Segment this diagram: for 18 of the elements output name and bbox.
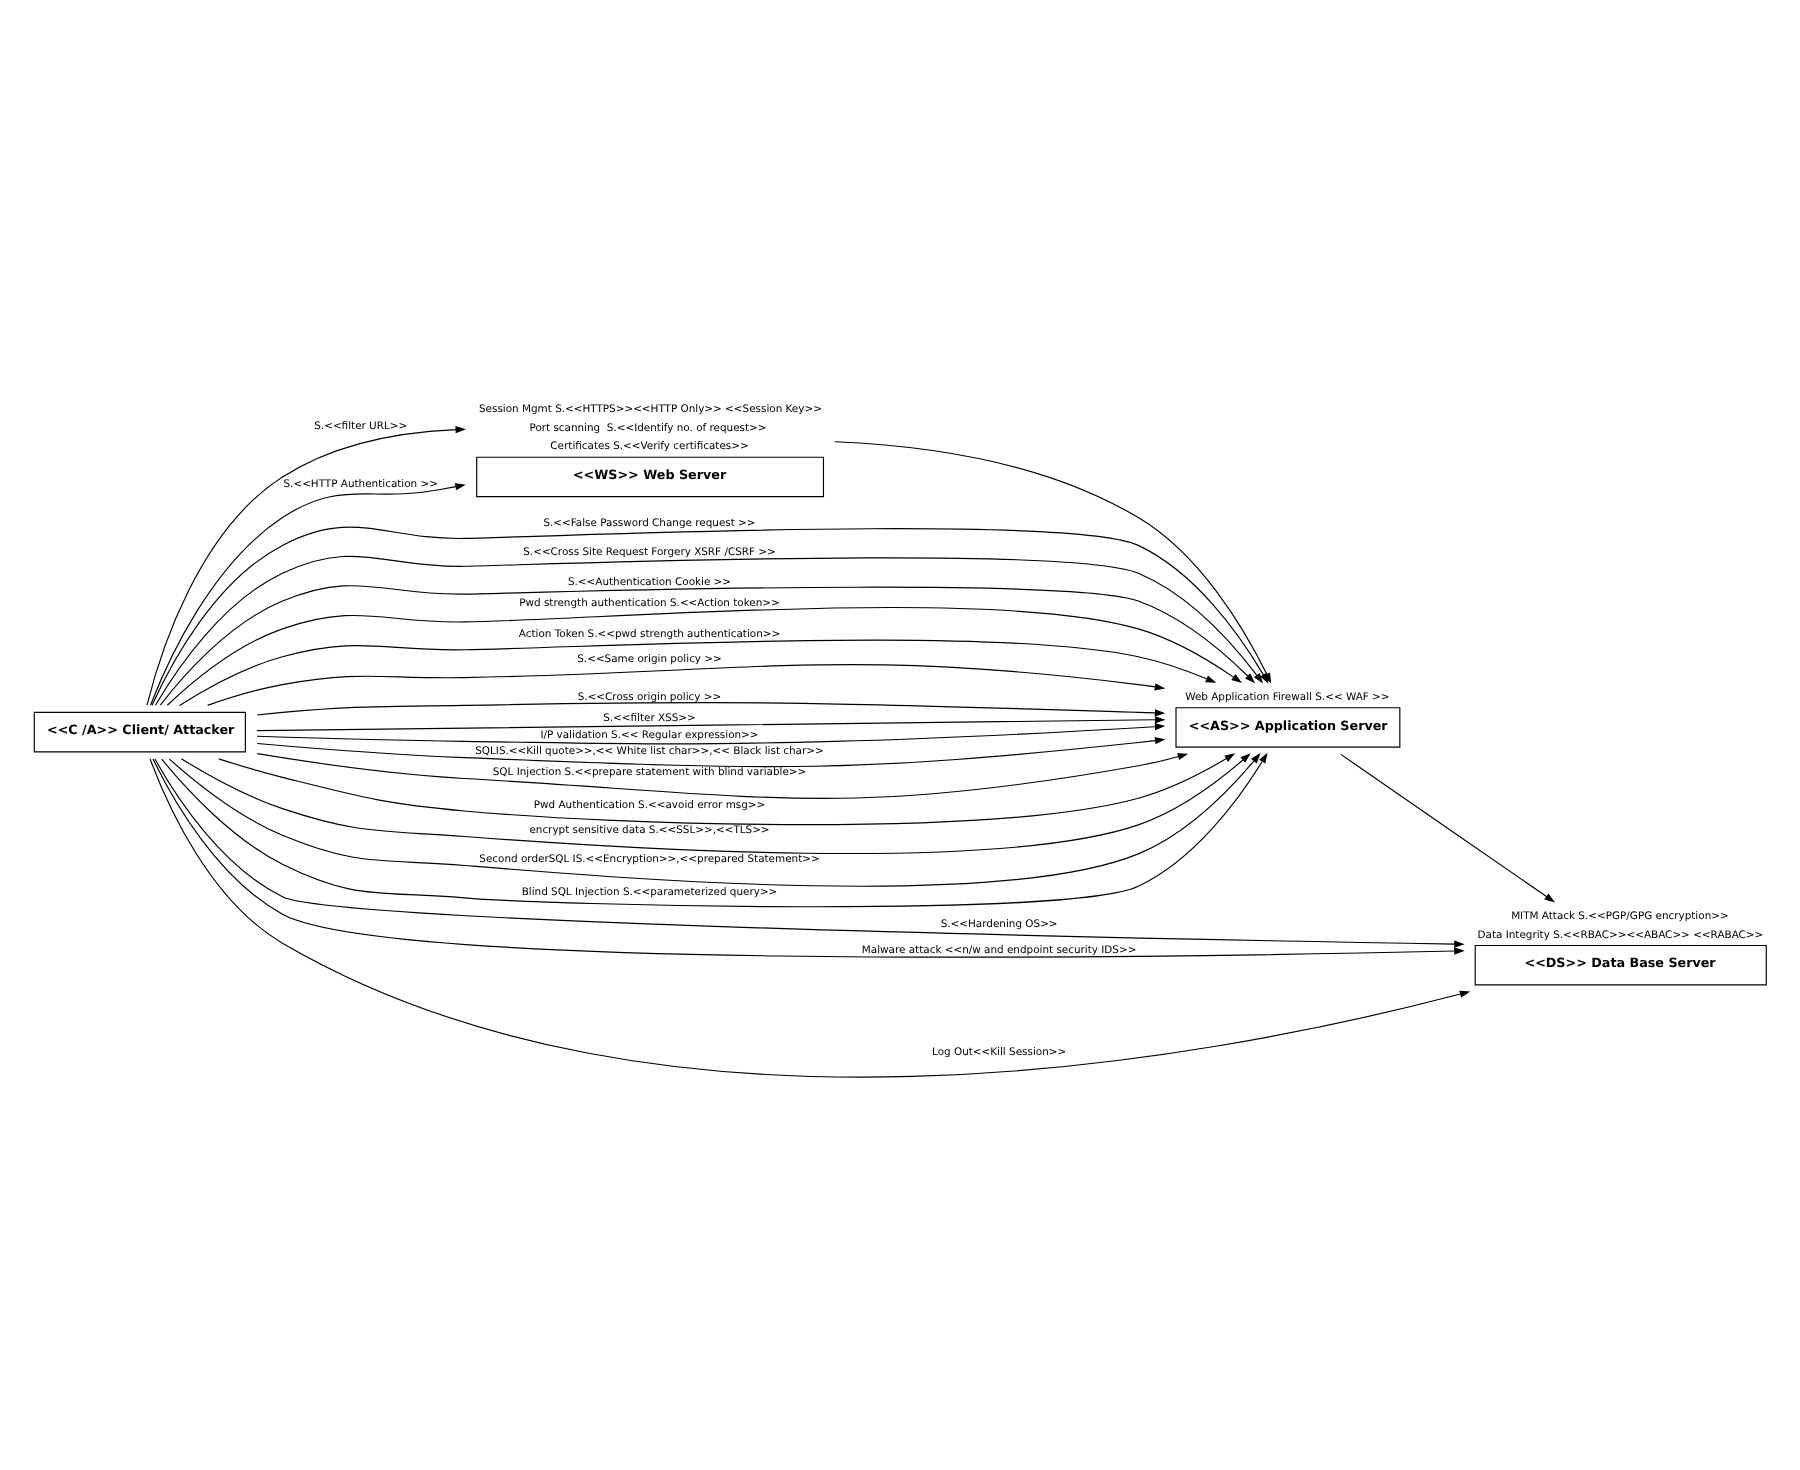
arrow	[166, 606, 1242, 705]
arrow	[149, 757, 1471, 1076]
arrow	[161, 751, 1268, 907]
arrow	[146, 424, 466, 705]
arrow	[256, 722, 1166, 744]
arrow	[149, 482, 466, 705]
arrow	[154, 554, 1264, 705]
arrow	[178, 638, 1217, 705]
arrow	[207, 662, 1166, 705]
arrow	[218, 752, 1236, 825]
arrow	[168, 752, 1261, 886]
arrow	[256, 715, 1166, 731]
arrow	[256, 735, 1166, 767]
arrow	[180, 752, 1251, 853]
arrow	[159, 584, 1256, 705]
arrow	[256, 701, 1166, 716]
arrow	[1340, 752, 1555, 902]
arrow	[256, 752, 1189, 798]
